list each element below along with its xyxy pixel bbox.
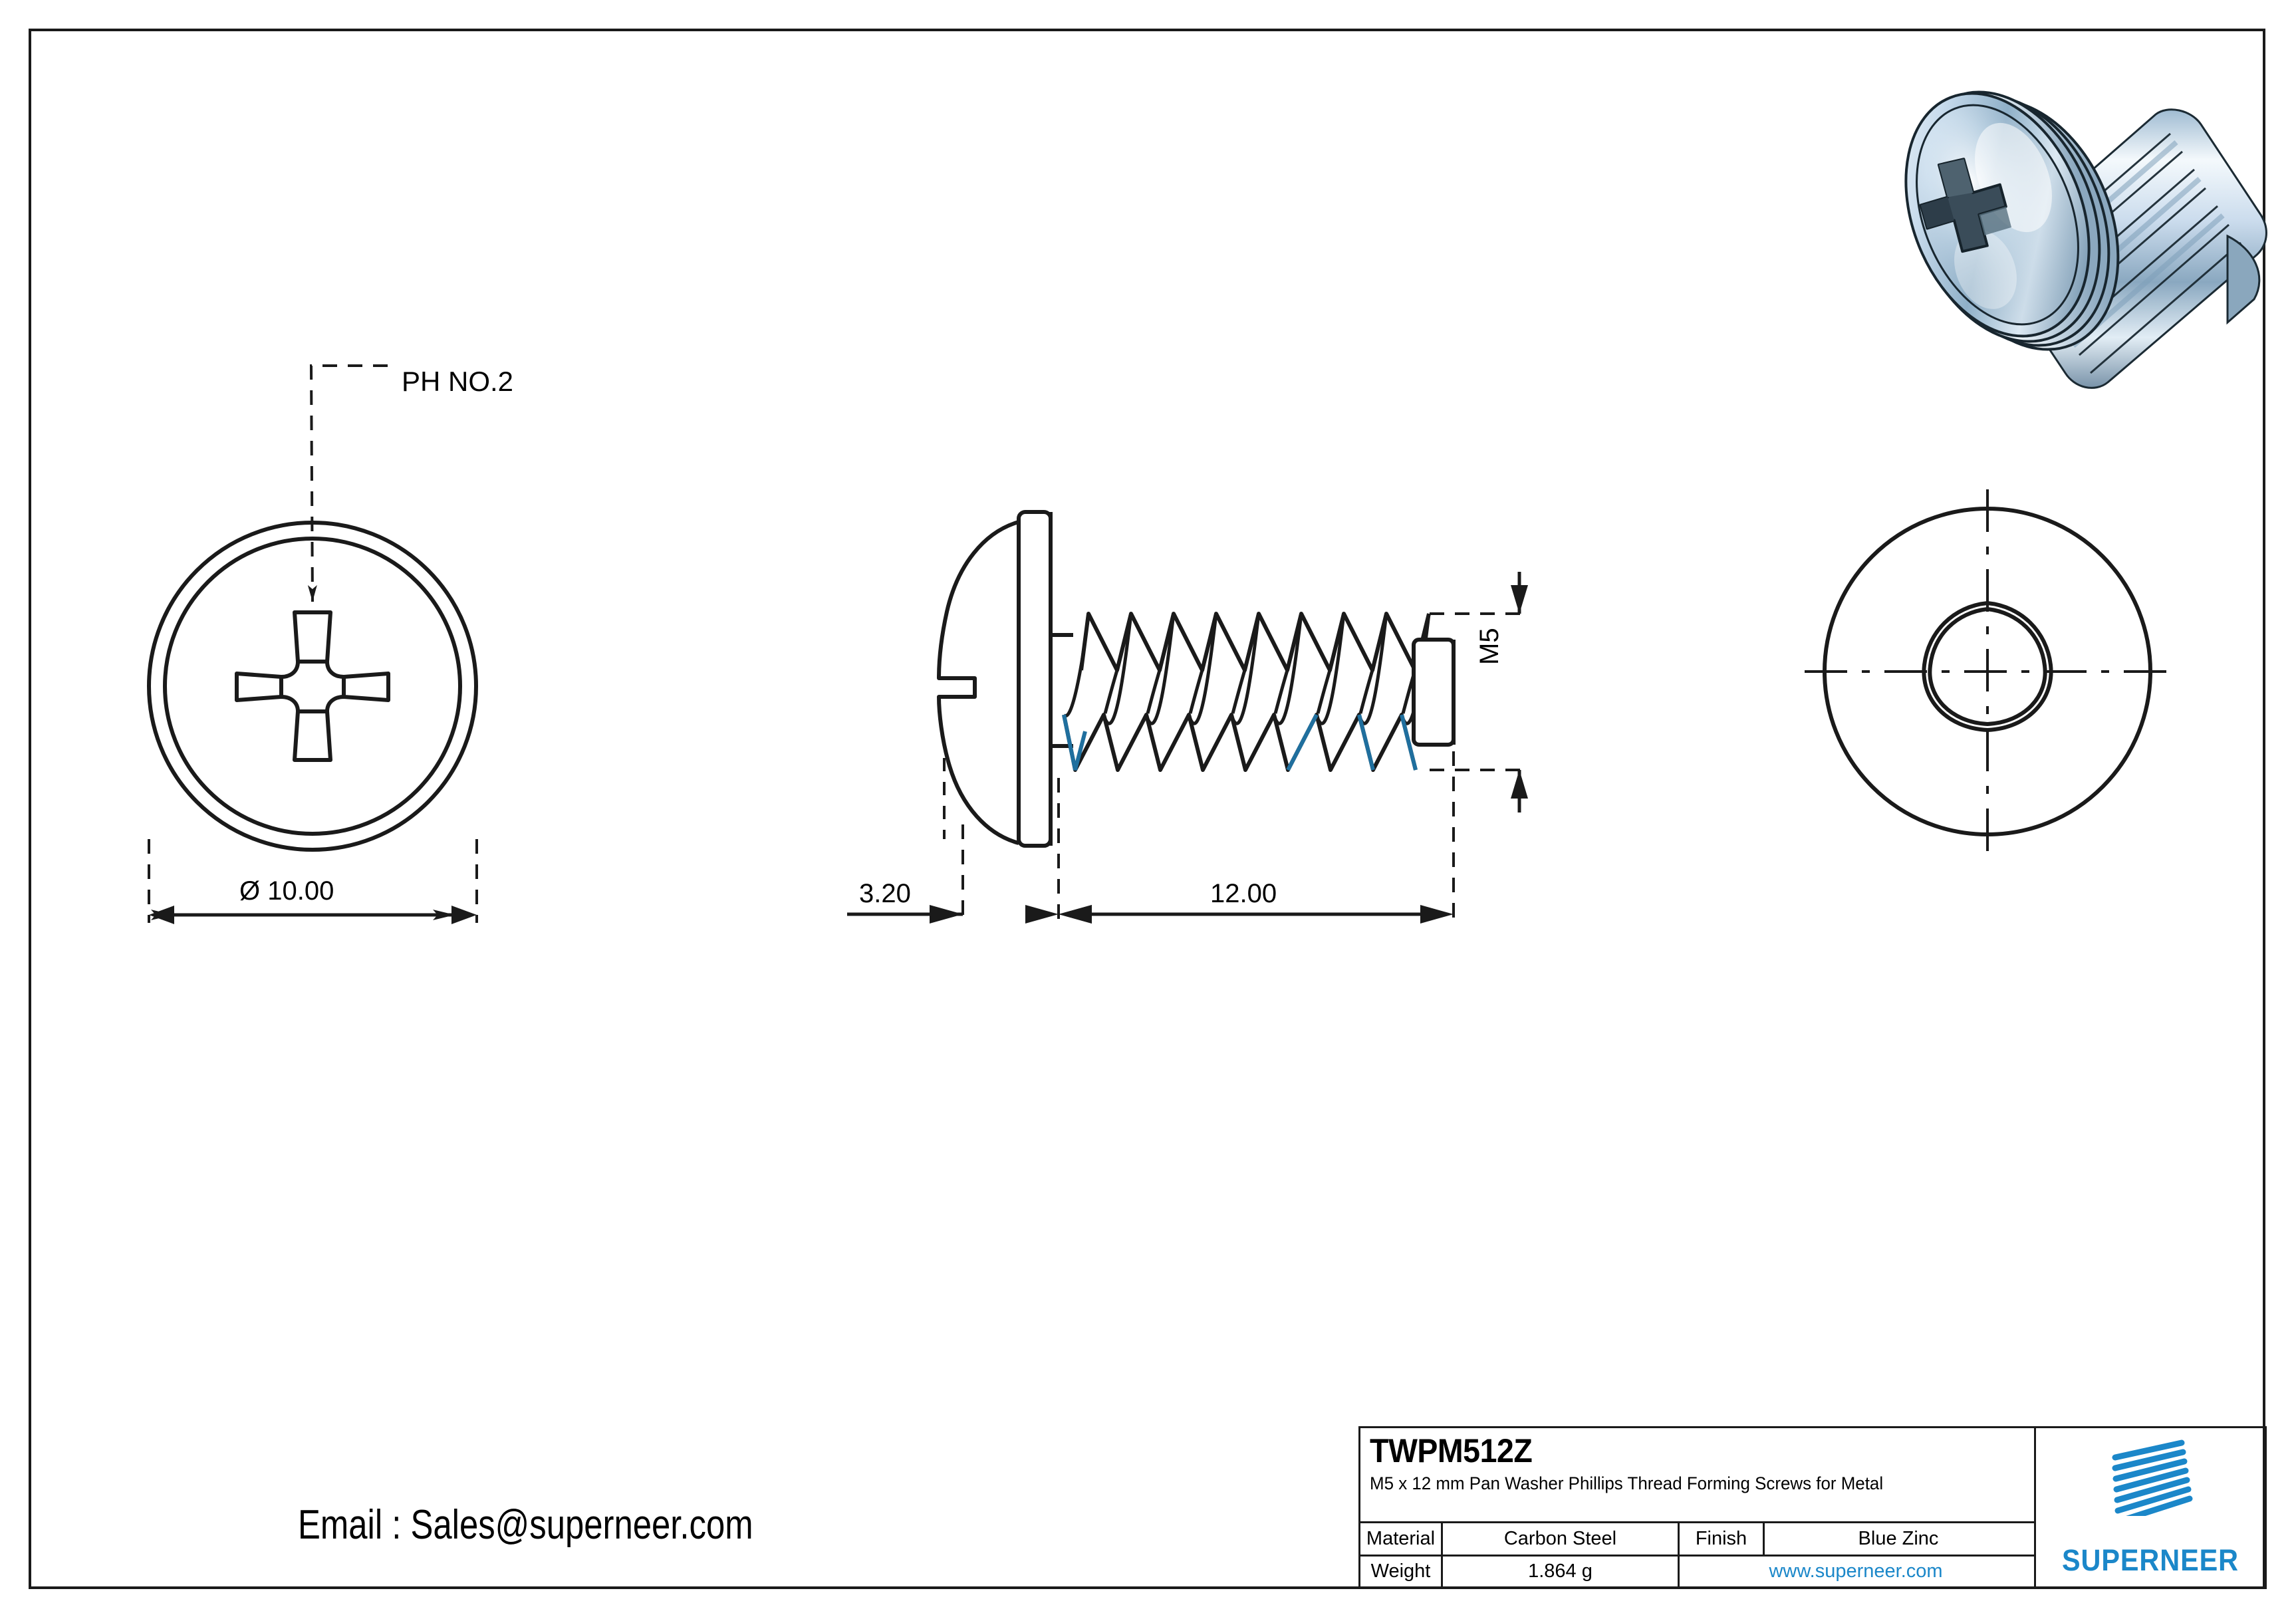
material-value: Carbon Steel bbox=[1443, 1523, 1680, 1555]
title-block-info: TWPM512Z M5 x 12 mm Pan Washer Phillips … bbox=[1358, 1426, 2034, 1589]
material-label: Material bbox=[1360, 1523, 1443, 1555]
spec-row-weight: Weight 1.864 g www.superneer.com bbox=[1360, 1556, 2034, 1587]
superneer-wordmark: SUPERNEER bbox=[2062, 1543, 2239, 1577]
weight-label: Weight bbox=[1360, 1556, 1443, 1587]
website-link[interactable]: www.superneer.com bbox=[1769, 1560, 1943, 1582]
weight-value: 1.864 g bbox=[1443, 1556, 1680, 1587]
finish-label: Finish bbox=[1680, 1523, 1765, 1555]
finish-value: Blue Zinc bbox=[1858, 1527, 1939, 1549]
head-diameter-label: Ø 10.00 bbox=[239, 876, 334, 906]
contact-email: Email : Sales@superneer.com bbox=[298, 1502, 753, 1548]
part-description: M5 x 12 mm Pan Washer Phillips Thread Fo… bbox=[1370, 1473, 1884, 1493]
drawing-frame bbox=[29, 29, 2265, 1589]
title-block-identity: TWPM512Z M5 x 12 mm Pan Washer Phillips … bbox=[1360, 1428, 2034, 1523]
drive-callout-label: PH NO.2 bbox=[402, 366, 514, 397]
title-block: TWPM512Z M5 x 12 mm Pan Washer Phillips … bbox=[1358, 1426, 2267, 1589]
head-height-label: 3.20 bbox=[859, 879, 911, 908]
thread-size-label: M5 bbox=[1475, 628, 1504, 665]
thread-length-label: 12.00 bbox=[1210, 879, 1277, 908]
brand-logo-cell: SUPERNEER bbox=[2034, 1426, 2267, 1589]
superneer-logo-icon bbox=[2112, 1439, 2193, 1516]
spec-row-material: Material Carbon Steel Finish Blue Zinc bbox=[1360, 1523, 2034, 1557]
part-number: TWPM512Z bbox=[1370, 1432, 1533, 1469]
